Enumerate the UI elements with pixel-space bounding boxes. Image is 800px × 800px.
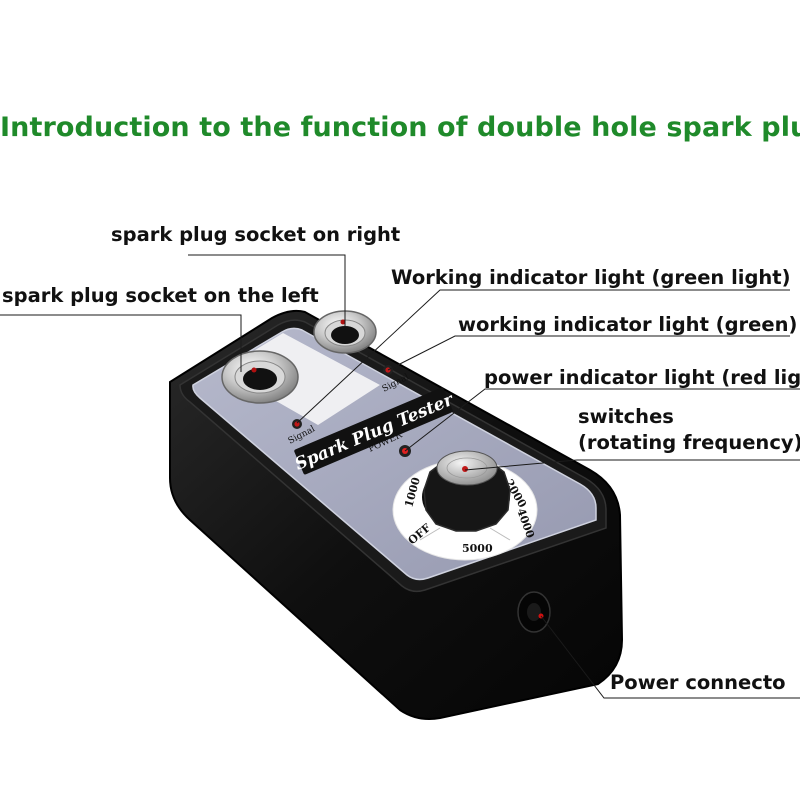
page-title: Introduction to the function of double h… [0, 112, 800, 143]
callout-switches-line1: switches [578, 405, 674, 428]
callout-socket-right: spark plug socket on right [111, 223, 401, 246]
callout-socket-left: spark plug socket on the left [2, 284, 319, 307]
leader-working-green-2 [387, 335, 790, 371]
leader-working-green [296, 289, 790, 424]
callout-switches: switches (rotating frequency) [578, 404, 800, 457]
left-signal-led [292, 419, 302, 429]
power-connector[interactable] [517, 591, 551, 633]
left-spark-plug-socket[interactable] [221, 350, 299, 404]
leader-lines [0, 254, 800, 699]
dial-5000-text: 5000 [462, 542, 493, 555]
callout-switches-line2: (rotating frequency) [578, 431, 800, 455]
leader-socket-left [0, 314, 242, 372]
callout-working-light-green-2: working indicator light (green) [458, 313, 798, 336]
leader-power-connector [540, 615, 800, 699]
callout-power-light-red: power indicator light (red light) [484, 366, 800, 389]
callout-working-light-green: Working indicator light (green light) [391, 266, 791, 289]
leader-socket-right [188, 254, 346, 327]
leader-switches [464, 459, 800, 471]
leader-power-red [404, 388, 800, 452]
frequency-knob[interactable] [422, 450, 511, 532]
callout-power-connector: Power connecto [610, 671, 786, 694]
